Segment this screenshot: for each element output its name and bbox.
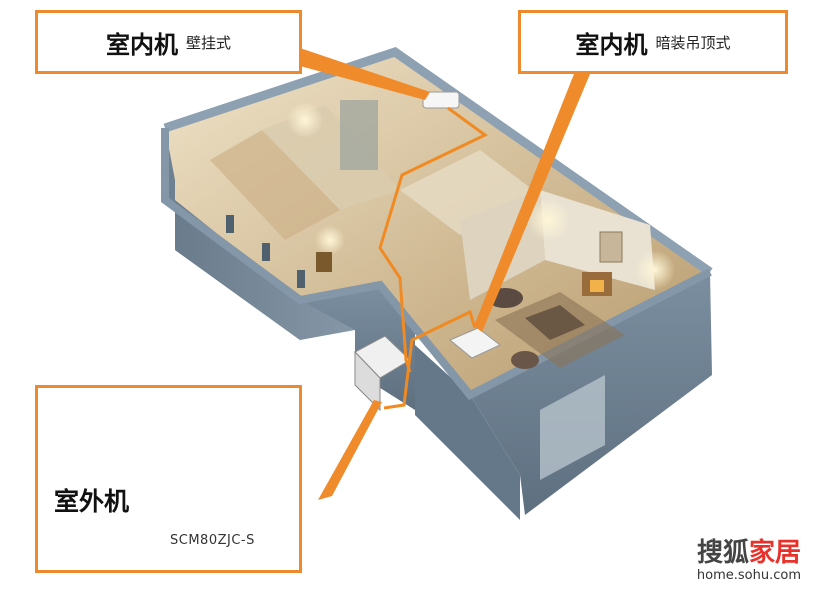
house-wall-rim-front [161,128,712,401]
callout-wall-title: 室内机 [105,30,178,59]
house-wall-rim [163,47,713,276]
outdoor-unit-model-number: SCM80ZJC-S [170,533,255,548]
leader-wall-unit [300,48,430,100]
leader-ceiling-unit [474,74,590,332]
armchair [511,351,539,369]
ceiling-concealed-unit [449,327,501,359]
callout-wall-subtitle: 壁挂式 [185,33,231,52]
door-panel [340,100,378,170]
painting [599,231,623,263]
outdoor-unit-side [354,350,381,412]
left-window-3 [297,270,305,288]
side-room-picture [316,252,332,272]
front-window [540,375,605,480]
watermark-brand-part1: 搜狐 [696,538,749,568]
refrigerant-pipe-wall-unit [378,106,488,373]
callout-wall-mounted-unit: 室内机 壁挂式 [35,10,302,74]
lamp-glow-2 [635,250,675,290]
house-wall-front-left [300,285,415,410]
watermark-url: home.sohu.com [696,568,801,583]
lamp-glow-4 [315,225,345,255]
callout-ceiling-subtitle: 暗装吊顶式 [655,33,731,52]
sohu-home-watermark: 搜狐家居 home.sohu.com [697,539,801,583]
fireplace-fire [590,280,604,292]
callout-outdoor-unit: 室外机 SCM80ZJC-S [35,385,302,573]
house-wall-left-face [175,150,355,340]
wall-mounted-ac-unit [422,91,460,109]
refrigerant-pipe-ceiling-unit [406,309,477,373]
lamp-glow-1 [526,198,570,242]
watermark-brand-part2: 家居 [748,538,801,568]
partition-wall-2 [210,130,340,240]
callout-outdoor-title: 室外机 [54,487,130,516]
lamp-glow-3 [287,102,323,138]
house-wall-front [415,345,520,520]
callout-ceiling-title: 室内机 [575,30,648,59]
left-window-1 [226,215,234,233]
leader-outdoor-unit [318,400,382,500]
watermark-brand: 搜狐家居 [697,539,801,567]
partition-wall-3 [400,150,540,235]
pipe-drop [383,371,410,410]
callout-ceiling-unit: 室内机 暗装吊顶式 [518,10,788,74]
rug [495,292,625,368]
left-window-2 [262,243,270,261]
